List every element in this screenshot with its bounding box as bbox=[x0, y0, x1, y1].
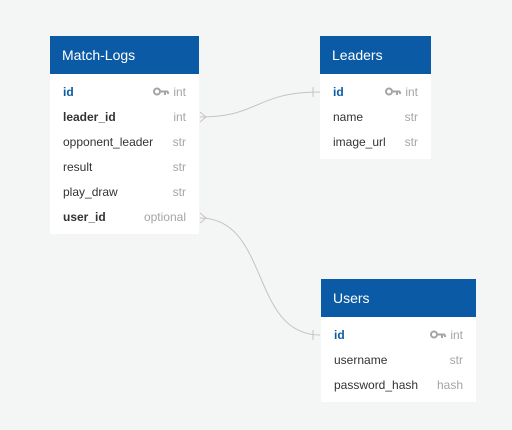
field-name: play_draw bbox=[63, 184, 118, 199]
key-icon bbox=[385, 87, 402, 96]
field-type: str bbox=[404, 109, 418, 124]
field-name: id bbox=[63, 84, 74, 99]
table-leaders[interactable]: Leaders id int name str image_url str bbox=[320, 36, 431, 159]
field-type: str bbox=[404, 134, 418, 149]
field-row-name[interactable]: name str bbox=[320, 104, 431, 129]
field-row-result[interactable]: result str bbox=[50, 154, 199, 179]
table-users[interactable]: Users id int username str password_hash … bbox=[321, 279, 476, 402]
field-name: image_url bbox=[333, 134, 386, 149]
field-row-image-url[interactable]: image_url str bbox=[320, 129, 431, 154]
field-row-id[interactable]: id int bbox=[320, 79, 431, 104]
field-row-id[interactable]: id int bbox=[50, 79, 199, 104]
table-match-logs[interactable]: Match-Logs id int leader_id int opponent… bbox=[50, 36, 199, 234]
field-row-id[interactable]: id int bbox=[321, 322, 476, 347]
table-header-match-logs[interactable]: Match-Logs bbox=[50, 36, 199, 74]
field-type-label: int bbox=[173, 84, 186, 99]
field-type: int bbox=[173, 109, 186, 124]
field-type: hash bbox=[436, 377, 463, 392]
field-name: username bbox=[334, 352, 388, 367]
field-name: opponent_leader bbox=[63, 134, 154, 149]
field-row-play-draw[interactable]: play_draw str bbox=[50, 179, 199, 204]
field-type: int bbox=[430, 328, 463, 342]
table-header-leaders[interactable]: Leaders bbox=[320, 36, 431, 74]
field-type: str bbox=[449, 352, 463, 367]
field-type-label: int bbox=[450, 327, 463, 342]
crow-foot-icon bbox=[199, 111, 207, 123]
key-icon bbox=[430, 330, 447, 339]
field-type: int bbox=[385, 85, 418, 99]
key-icon bbox=[153, 87, 170, 96]
relation-leader-id-to-leaders-id bbox=[199, 87, 321, 123]
field-name: password_hash bbox=[334, 377, 419, 392]
field-name: name bbox=[333, 109, 364, 124]
table-header-users[interactable]: Users bbox=[321, 279, 476, 317]
field-type-label: int bbox=[405, 84, 418, 99]
relation-user-id-to-users-id bbox=[199, 212, 321, 340]
field-name: leader_id bbox=[63, 109, 116, 124]
field-type: optional bbox=[143, 209, 186, 224]
field-type: int bbox=[153, 85, 186, 99]
field-row-user-id[interactable]: user_id optional bbox=[50, 204, 199, 229]
field-type: str bbox=[172, 184, 186, 199]
field-name: user_id bbox=[63, 209, 106, 224]
field-type: str bbox=[172, 159, 186, 174]
field-row-password-hash[interactable]: password_hash hash bbox=[321, 372, 476, 397]
field-name: id bbox=[334, 327, 345, 342]
crow-foot-icon bbox=[199, 212, 207, 224]
field-name: id bbox=[333, 84, 344, 99]
field-row-leader-id[interactable]: leader_id int bbox=[50, 104, 199, 129]
field-type: str bbox=[172, 134, 186, 149]
field-row-username[interactable]: username str bbox=[321, 347, 476, 372]
field-name: result bbox=[63, 159, 93, 174]
field-row-opponent-leader[interactable]: opponent_leader str bbox=[50, 129, 199, 154]
